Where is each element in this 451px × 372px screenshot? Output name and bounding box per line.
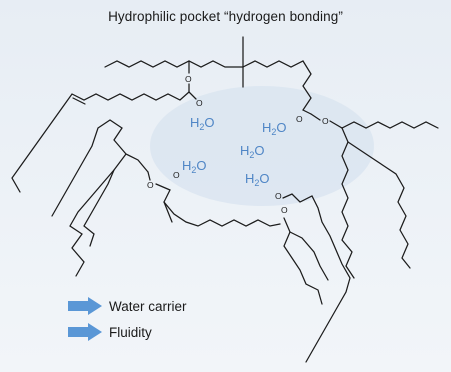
left-ester-link	[147, 171, 151, 181]
right-lower-chain	[341, 127, 353, 267]
left-carbonyl-oxygen-2: O	[173, 170, 180, 180]
right-arrow-icon	[68, 297, 102, 315]
left-ester-oxygen: O	[147, 180, 154, 190]
water-molecule: H2O	[182, 158, 207, 175]
water-molecule: H2O	[240, 143, 265, 160]
bottom-carbonyl-oxygen: O	[275, 191, 282, 201]
lower-left-tail	[163, 201, 173, 223]
bottom-ester-oxygen: O	[281, 205, 288, 215]
left-acyl-chain	[11, 91, 190, 193]
left-branch-mid	[83, 169, 115, 247]
bottom-double-bond	[345, 265, 355, 279]
left-acyl-double-bond	[72, 97, 86, 105]
bottom-branch-2	[289, 231, 329, 281]
legend-water-carrier: Water carrier	[68, 297, 187, 315]
left-branch-lower	[69, 153, 127, 277]
bottom-branch	[283, 217, 323, 305]
left-branch-upper	[51, 119, 149, 217]
hydrophilic-pocket	[150, 86, 374, 206]
legend-label: Water carrier	[109, 298, 187, 314]
water-molecule: H2O	[245, 171, 270, 188]
legend-fluidity: Fluidity	[68, 323, 152, 341]
right-arrow-icon	[68, 323, 102, 341]
diagram-title: Hydrophilic pocket “hydrogen bonding”	[108, 9, 343, 24]
left-acyl-carbonyl	[188, 91, 197, 100]
right-lower-chain-2	[347, 141, 411, 269]
left-carbonyl-oxygen: O	[196, 98, 203, 108]
top-ester-oxygen: O	[185, 74, 192, 84]
right-branch-chain	[329, 120, 439, 129]
top-left-chain	[104, 60, 244, 68]
water-molecule: H2O	[190, 115, 215, 132]
bottom-ester-chain	[282, 193, 351, 363]
right-ester-link	[310, 113, 321, 121]
right-carbonyl-oxygen: O	[296, 114, 303, 124]
legend-label: Fluidity	[109, 324, 152, 340]
water-molecule: H2O	[262, 120, 287, 137]
top-right-chain	[242, 60, 312, 115]
right-ester-oxygen: O	[322, 116, 329, 126]
